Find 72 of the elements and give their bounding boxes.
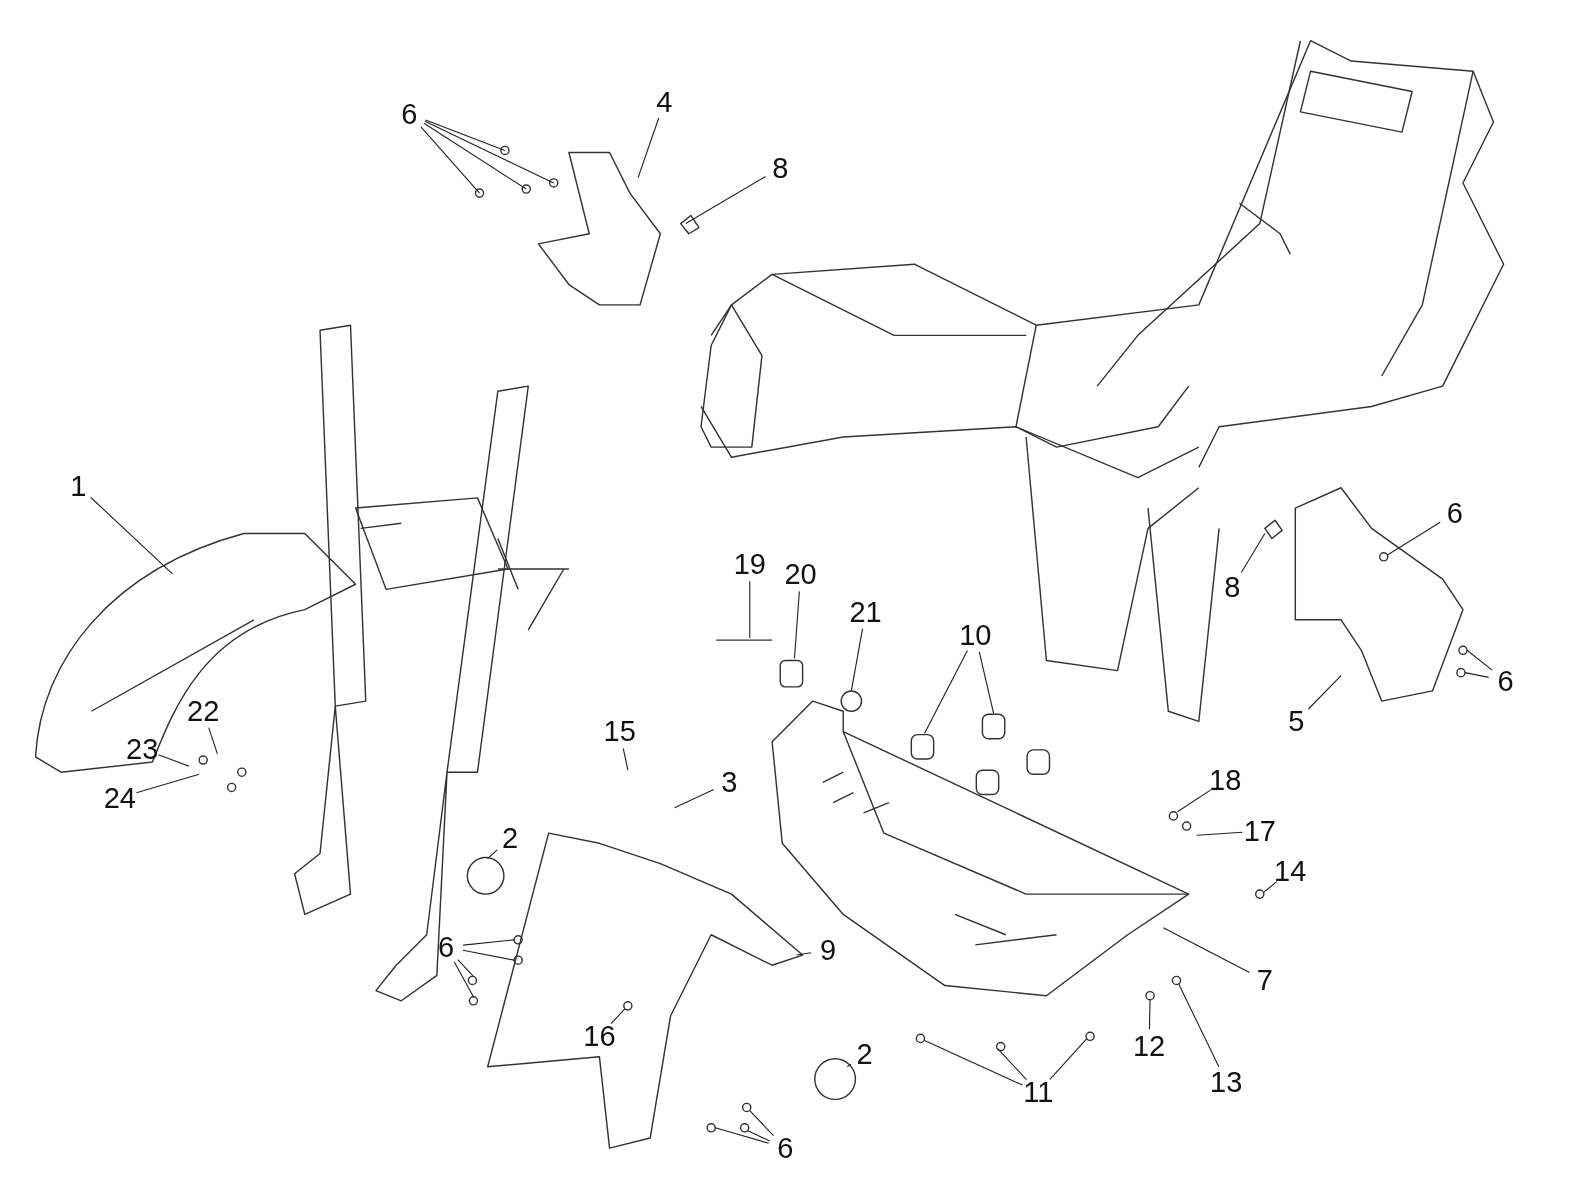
leader-line [622,747,629,771]
callout-number: 3 [721,767,738,797]
leader-line [135,773,200,794]
leader-line [674,789,715,809]
leader-line [714,1127,770,1144]
leader-line [610,1008,626,1025]
leader-line [747,1130,771,1142]
leader-line [1162,927,1251,974]
callout-number: 22 [187,696,220,726]
leader-line [90,496,174,575]
callout-number: 7 [1256,965,1273,995]
leader-line [923,649,968,735]
leader-line [1148,999,1151,1030]
callout-number: 19 [733,549,766,579]
leader-line [457,959,474,977]
leader-line [423,122,527,190]
leader-line [749,580,751,639]
callout-number: 4 [656,87,673,117]
leader-line [749,1109,774,1137]
leader-line [685,176,766,225]
callout-number: 6 [1497,666,1514,696]
leader-line [978,651,995,714]
leader-line [1177,982,1220,1068]
leader-line [637,117,660,179]
callout-number: 2 [501,823,519,853]
callout-number: 14 [1274,856,1307,886]
callout-number: 8 [1224,572,1241,602]
callout-number: 24 [103,783,136,812]
leader-line [453,961,474,998]
leader-line [1466,649,1493,671]
leader-line [487,849,498,860]
leader-line [1263,881,1278,893]
callout-number: 5 [1288,706,1305,736]
leader-line [157,754,190,767]
leader-line [462,949,515,961]
leader-line [1196,831,1244,836]
callout-number: 12 [1132,1031,1166,1061]
leader-line [462,939,515,946]
callout-number: 6 [437,932,455,962]
leader-line [850,628,864,692]
callout-number: 17 [1243,816,1276,846]
callout-number: 9 [819,935,837,965]
callout-number: 15 [603,716,636,746]
leader-line [997,1048,1028,1081]
leader-line [1464,672,1490,678]
callout-number: 20 [784,559,817,589]
callout-number: 6 [401,99,418,129]
callout-number: 16 [583,1021,616,1051]
callout-number: 8 [772,153,789,183]
leader-line [424,120,555,184]
leader-line [1307,675,1342,710]
leader-line [1049,1037,1088,1080]
leader-line [1387,521,1441,556]
callout-number: 13 [1210,1067,1243,1097]
leader-line [1176,789,1212,813]
callout-number: 1 [70,471,87,501]
leader-line [846,1063,852,1068]
callout-number: 23 [126,734,159,764]
leader-line [923,1039,1024,1086]
leader-line [420,126,481,194]
callout-number: 21 [849,597,882,627]
callout-number: 10 [959,620,992,650]
leader-line [425,119,506,151]
leader-line [793,590,800,659]
leader-line [1240,532,1266,574]
callout-number: 2 [856,1039,873,1069]
callout-number: 6 [1446,498,1463,528]
leader-line [795,952,812,956]
callout-number: 18 [1209,765,1242,795]
leader-line [208,727,218,755]
callout-number: 11 [1023,1077,1054,1107]
callout-number: 6 [777,1133,794,1163]
